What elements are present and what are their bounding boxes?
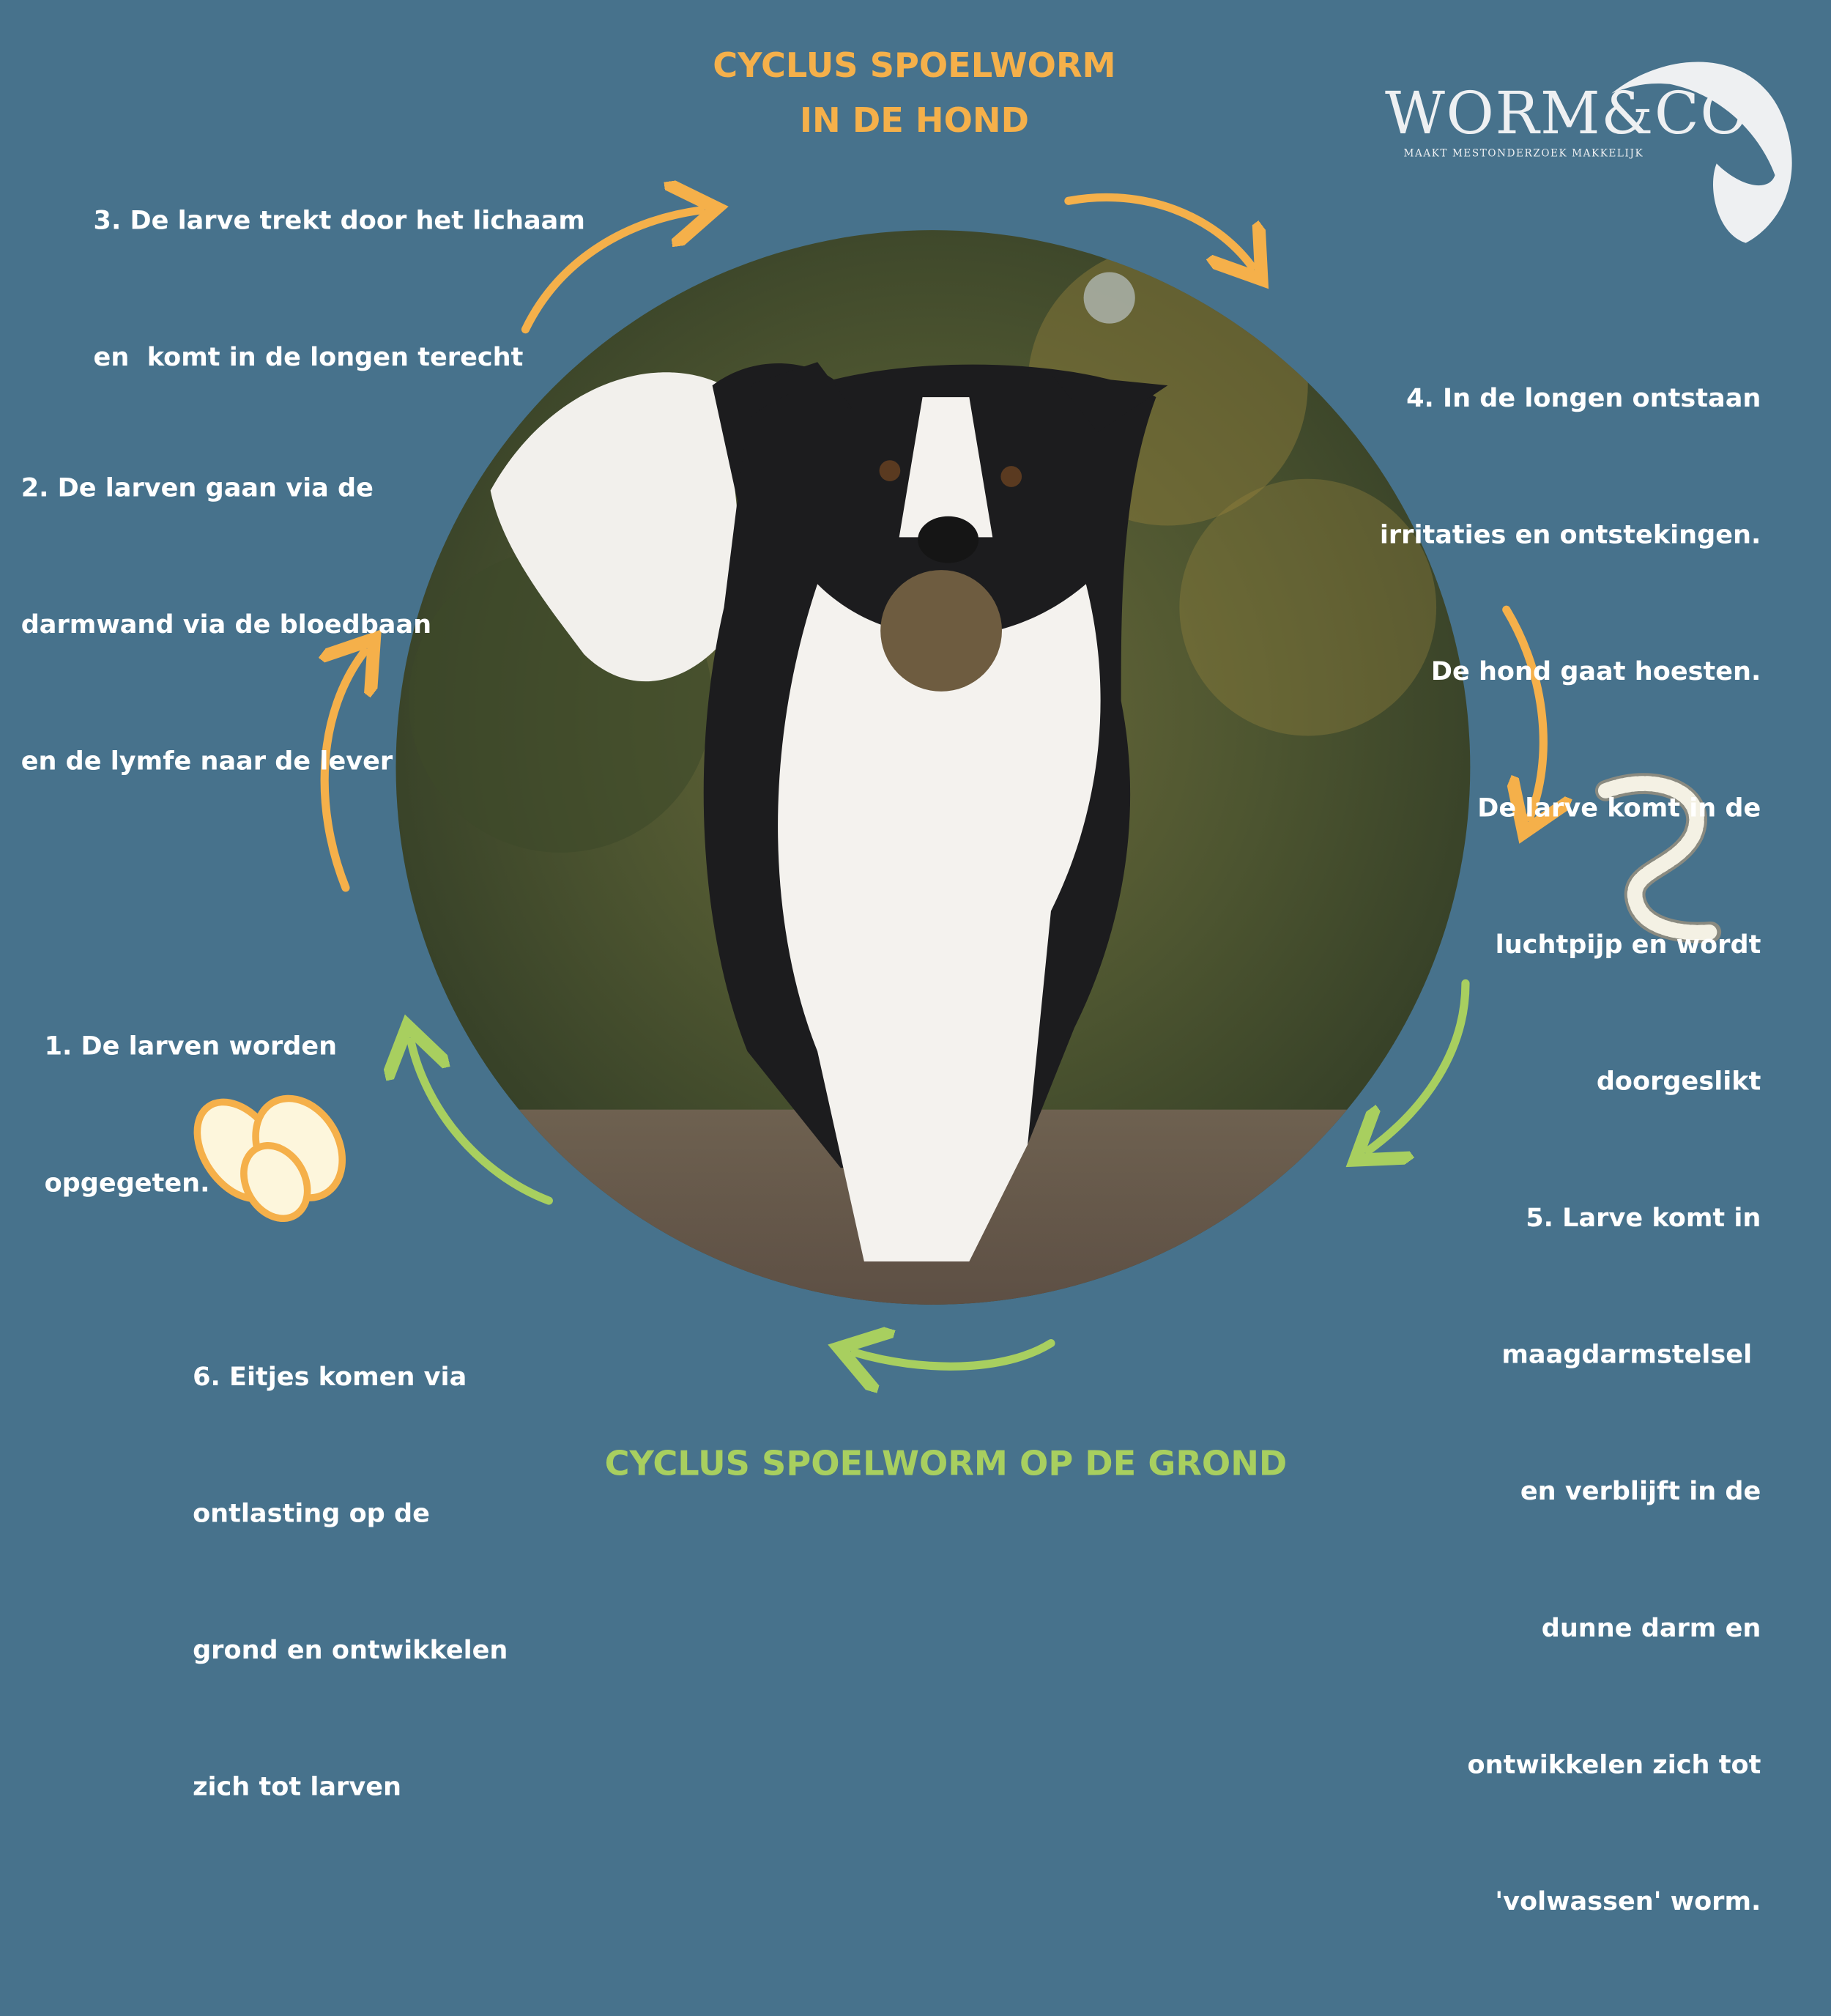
step-5-line: dunne darm en [1541, 1614, 1761, 1644]
step-5-text: 5. Larve komt in maagdarmstelsel en verb… [1468, 1105, 1761, 2016]
title-top-line2: IN DE HOND [799, 100, 1029, 141]
step-5-line: maagdarmstelsel [1501, 1341, 1761, 1371]
step-6-text: 6. Eitjes komen via ontlasting op de gro… [193, 1264, 508, 1902]
step-6-line: zich tot larven [193, 1773, 401, 1803]
arrow-step1-to-2 [324, 652, 364, 892]
step-4-line: irritaties en ontstekingen. [1379, 521, 1761, 550]
step-2-line: 2. De larven gaan via de [21, 474, 374, 504]
step-4-line: De hond gaat hoesten. [1430, 657, 1761, 687]
step-4-text: 4. In de longen ontstaan irritaties en o… [1380, 285, 1761, 1196]
arrow-worm-to-step5 [1369, 979, 1470, 1150]
logo-horse-icon [1611, 62, 1792, 243]
step-5-line: en verblijft in de [1520, 1477, 1761, 1507]
step-2-text: 2. De larven gaan via de darmwand via de… [21, 375, 431, 876]
step-6-line: grond en ontwikkelen [193, 1636, 508, 1666]
title-top-line1: CYCLUS SPOELWORM [713, 45, 1116, 86]
infographic: WORM&CO MAAKT MESTONDERZOEK MAKKELIJK CY… [21, 39, 1792, 1917]
arrow-step6-to-1 [411, 1042, 553, 1205]
arrow-step4-to-worm [1502, 605, 1544, 818]
step-3-line: en komt in de longen terecht [93, 343, 524, 373]
step-4-line: 4. In de longen ontstaan [1406, 384, 1761, 414]
step-6-line: ontlasting op de [193, 1500, 430, 1530]
step-3-text: 3. De larve trekt door het lichaam en ko… [94, 108, 585, 472]
step-5-line: 'volwassen' worm. [1495, 1887, 1761, 1917]
step-2-line: en de lymfe naar de lever [21, 747, 393, 777]
title-top: CYCLUS SPOELWORM IN DE HOND [654, 39, 1175, 149]
arrow-step2-to-3 [521, 210, 700, 334]
graphics-layer [193, 62, 1792, 1525]
step-1-line: opgegeten. [44, 1168, 210, 1198]
title-bottom: CYCLUS SPOELWORM OP DE GROND [604, 1443, 1288, 1483]
logo-tagline: MAAKT MESTONDERZOEK MAKKELIJK [1403, 148, 1644, 160]
step-4-line: doorgeslikt [1596, 1067, 1761, 1097]
logo-wordmark: WORM&CO [1384, 79, 1750, 147]
eggs-icon [193, 1094, 346, 1223]
step-1-line: 1. De larven worden [44, 1032, 338, 1062]
step-3-line: 3. De larve trekt door het lichaam [93, 207, 585, 237]
step-2-line: darmwand via de bloedbaan [21, 610, 432, 640]
step-4-line: De larve komt in de [1477, 794, 1761, 824]
step-5-line: 5. Larve komt in [1526, 1204, 1761, 1234]
arrow-step3-to-4 [1064, 193, 1252, 266]
arrow-step5-to-6 [855, 1344, 1055, 1367]
step-1-text: 1. De larven worden opgegeten. [45, 933, 338, 1297]
step-6-line: 6. Eitjes komen via [193, 1363, 467, 1393]
worm-icon [1594, 773, 1722, 944]
step-5-line: ontwikkelen zich tot [1467, 1751, 1761, 1780]
step-4-line: luchtpijp en wordt [1495, 930, 1761, 960]
